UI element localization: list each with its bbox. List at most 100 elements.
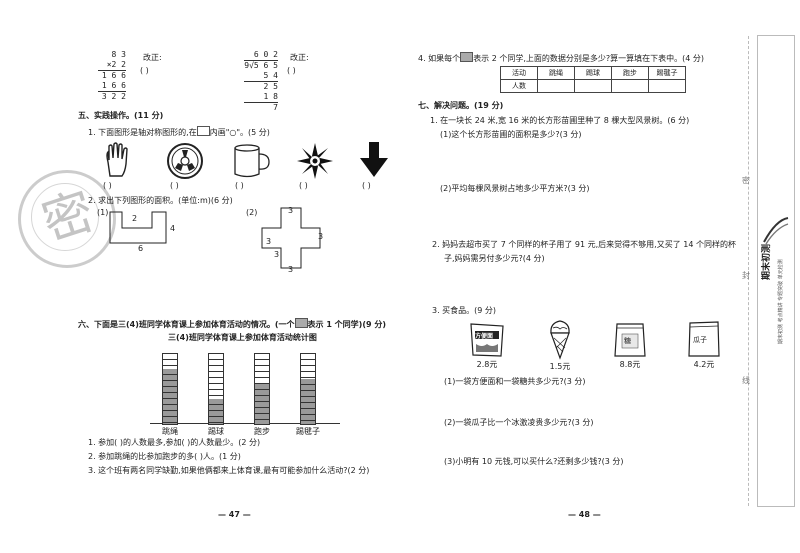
shape-answer-1[interactable]: ( ) — [103, 181, 112, 190]
seal-label: 线 — [742, 376, 750, 385]
figure-1-dim-a: 2 — [132, 214, 138, 223]
section-6-title: 六、下面是三(4)班同学体育课上参加体育活动的情况。(一个表示 1 个同学)(9… — [78, 318, 387, 329]
binding-sidebar: 期末初测 期末初测 考点精讲 专题突破 单元检测 密 封 线 — [742, 35, 795, 507]
chart-category-label: 踢毽子 — [296, 427, 320, 436]
section-5-q2: 2. 求出下列图形的面积。(单位:m)(6 分) — [88, 196, 233, 205]
section-6-q4: 4. 如果每个表示 2 个同学,上面的数据分别是多少?算一算填在下表中。(4 分… — [418, 52, 705, 63]
table-row: 人数 — [500, 79, 686, 93]
chart-category-label: 跑步 — [254, 427, 270, 436]
price-label: 1.5元 — [549, 362, 571, 371]
answer-cell-4[interactable] — [648, 79, 686, 93]
figure-2-dim-bottom: 3 — [288, 265, 294, 274]
figure-1-shape — [109, 211, 167, 244]
answer-cell-2[interactable] — [574, 79, 612, 93]
section-6-q1: 1. 参加( )的人数最多,参加( )的人数最少。(2 分) — [88, 438, 261, 447]
mug-icon — [234, 144, 270, 178]
figure-1-dim-b: 4 — [170, 224, 176, 233]
instant-noodle-bag-icon — [470, 323, 504, 357]
answer-cell-3[interactable] — [611, 79, 649, 93]
food-item: 糖 8.8元 — [610, 322, 650, 370]
fan-icon — [167, 143, 203, 179]
chart-bar — [300, 353, 316, 425]
ice-cream-icon — [550, 320, 570, 360]
figure-2-label: (2) — [246, 208, 258, 217]
page-number-left: — 47 — — [218, 510, 251, 519]
figure-2-dim-left: 3 — [266, 237, 272, 246]
problem-1a: (1)这个长方形苗圃的面积是多少?(3 分) — [440, 130, 582, 139]
chart-bar-fill — [301, 379, 315, 424]
figure-1-label: (1) — [97, 208, 109, 217]
problem-1: 1. 在一块长 24 米,宽 16 米的长方形苗圃里种了 8 棵大型风景树。(6… — [430, 116, 690, 125]
table-row: 活动 跳绳 踢球 跑步 踢毽子 — [500, 66, 686, 80]
grid-unit-icon — [460, 52, 474, 62]
down-arrow-icon — [360, 142, 388, 177]
section-5-q1: 1. 下面图形是轴对称图形的,在内画"○"。(5 分) — [88, 126, 270, 137]
activity-table: 活动 跳绳 踢球 跑步 踢毽子 人数 — [500, 66, 686, 93]
hand-icon — [106, 142, 128, 177]
figure-2-dim-mid: 3 — [274, 250, 280, 259]
problem-1b: (2)平均每棵风景树占地多少平方米?(3 分) — [440, 184, 590, 193]
section-7-title: 七、解决问题。(19 分) — [418, 101, 504, 110]
table-header-cell: 活动 — [500, 66, 538, 80]
section-6-q2: 2. 参加跳绳的比参加跑步的多( )人。(1 分) — [88, 452, 241, 461]
bar-chart: 跳绳 踢球 跑步 踢毽子 — [150, 350, 340, 440]
table-header-cell: 踢毽子 — [648, 66, 686, 80]
shape-answer-4[interactable]: ( ) — [299, 181, 308, 190]
table-header-cell: 跳绳 — [537, 66, 575, 80]
shape-answer-5[interactable]: ( ) — [362, 181, 371, 190]
chart-category-label: 踢球 — [208, 427, 224, 436]
section-6-q3: 3. 这个班有两名同学缺勤,如果他俩都来上体育课,最有可能参加什么活动?(2 分… — [88, 466, 370, 475]
chart-bar-fill — [209, 399, 223, 424]
chart-bar — [208, 353, 224, 425]
grid-unit-icon — [294, 318, 308, 328]
seal-label: 封 — [742, 271, 750, 280]
candy-bag-icon — [614, 323, 646, 357]
secret-seal-stamp: 密 — [18, 170, 116, 268]
page-number-right: — 48 — — [568, 510, 601, 519]
table-row-label: 人数 — [500, 79, 538, 93]
price-label: 2.8元 — [476, 360, 498, 369]
dashed-binding-line — [748, 36, 749, 506]
problem-2-line-2: 子,妈妈需另付多少元?(4 分) — [444, 254, 545, 263]
chart-title: 三(4)班同学体育课上参加体育活动统计图 — [168, 333, 317, 342]
chart-bar-fill — [163, 369, 177, 424]
answer-box-icon — [196, 126, 210, 136]
problem-3b: (2)一袋瓜子比一个冰激凌贵多少元?(3 分) — [444, 418, 594, 427]
correction-label-2: 改正: — [290, 53, 309, 62]
correction-label-1: 改正: — [143, 53, 162, 62]
table-header-cell: 踢球 — [574, 66, 612, 80]
snowflake-icon — [297, 143, 333, 179]
section-5-title: 五、实践操作。(11 分) — [78, 111, 164, 120]
figure-2-dim-top: 3 — [288, 206, 294, 215]
figure-2-shape — [261, 207, 321, 269]
problem-2-line-1: 2. 妈妈去超市买了 7 个同样的杯子用了 91 元,后来觉得不够用,又买了 1… — [432, 240, 736, 249]
brand-title: 期末初测 — [762, 243, 772, 280]
figure-2-dim-right: 3 — [318, 232, 324, 241]
vertical-calc-1: 8 3 ×2 2 1 6 6 1 6 6 3 2 2 — [98, 50, 126, 102]
price-label: 4.2元 — [693, 360, 715, 369]
food-item: 1.5元 — [540, 318, 580, 372]
chart-bar — [254, 353, 270, 425]
problem-3: 3. 买食品。(9 分) — [432, 306, 497, 315]
vertical-calc-2: 6 0 2 9√5 6 5 5 4 2 5 1 8 7 — [244, 50, 278, 112]
figure-1-dim-c: 6 — [138, 244, 144, 253]
chart-bar-fill — [255, 384, 269, 424]
answer-cell-1[interactable] — [537, 79, 575, 93]
chart-category-label: 跳绳 — [162, 427, 178, 436]
brand-subtitle: 期末初测 考点精讲 专题突破 单元检测 — [778, 259, 784, 344]
problem-3a: (1)一袋方便面和一袋糖共多少元?(3 分) — [444, 377, 586, 386]
sunflower-seeds-bag-icon — [688, 321, 720, 357]
shape-answer-3[interactable]: ( ) — [235, 181, 244, 190]
problem-3c: (3)小明有 10 元钱,可以买什么?还剩多少钱?(3 分) — [444, 457, 624, 466]
seal-label: 密 — [742, 176, 750, 185]
correction-answer-2[interactable]: ( ) — [287, 66, 296, 75]
book-logo-icon — [763, 217, 789, 245]
price-label: 8.8元 — [619, 360, 641, 369]
correction-answer-1[interactable]: ( ) — [140, 66, 149, 75]
chart-bar — [162, 353, 178, 425]
shape-answer-2[interactable]: ( ) — [170, 181, 179, 190]
food-item: 方便面 2.8元 — [467, 322, 507, 370]
food-item: 瓜子 4.2元 — [684, 320, 724, 370]
chart-baseline — [150, 423, 340, 424]
table-header-cell: 跑步 — [611, 66, 649, 80]
